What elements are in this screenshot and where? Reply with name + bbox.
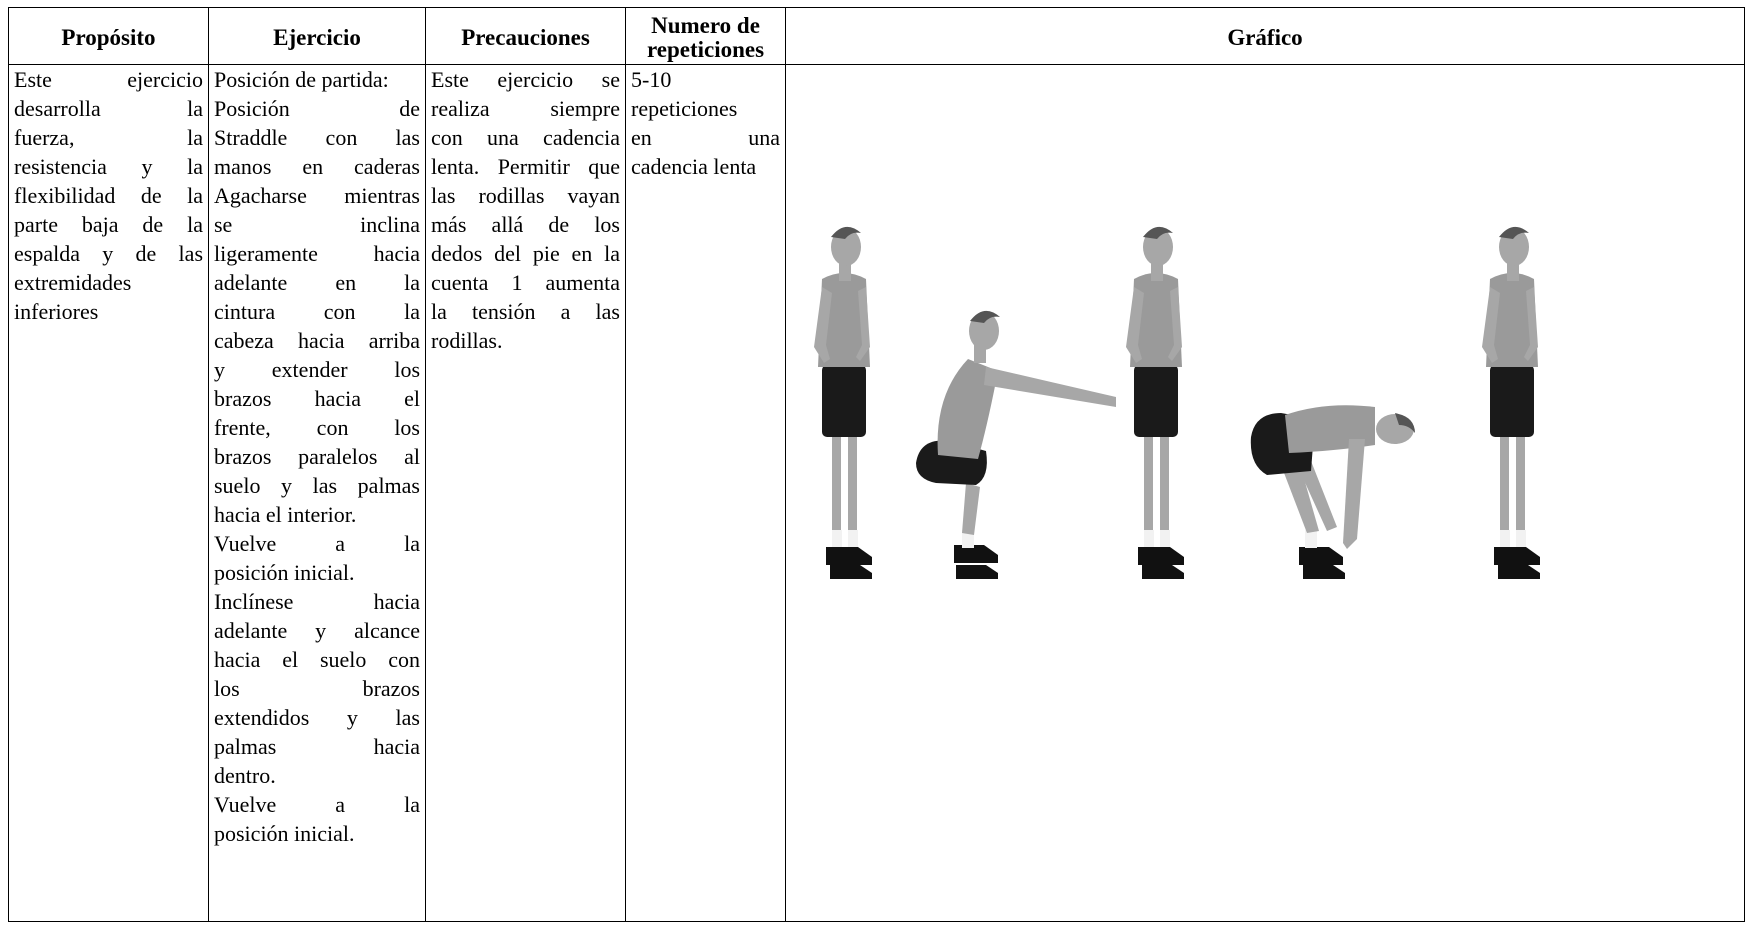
header-precauciones: Precauciones	[425, 7, 626, 65]
text-line: brazos paralelos al	[214, 444, 420, 469]
text-line: parte baja de la	[14, 212, 203, 237]
text-line: en una	[631, 125, 780, 150]
exercise-figure-1-standing	[814, 226, 872, 579]
header-repeticiones: Numero de repeticiones	[625, 7, 786, 65]
text-line: cintura con la	[214, 299, 420, 324]
text-line: Agacharse mientras	[214, 183, 420, 208]
text-line: espalda y de las	[14, 241, 203, 266]
exercise-figure-5-standing	[1482, 226, 1540, 579]
cell-grafico	[785, 64, 1745, 922]
text-line: brazos hacia el	[214, 386, 420, 411]
exercise-figure-4-bend-forward-reach	[1250, 405, 1415, 579]
text-line: ligeramente hacia	[214, 241, 420, 266]
text-line: rodillas.	[431, 328, 503, 353]
text-line: Posición de partida:	[214, 67, 389, 92]
text-line: hacia el interior.	[214, 502, 357, 527]
exercise-figure-2-squat-arms-forward	[916, 310, 1116, 579]
text-line: Este ejercicio	[14, 67, 203, 92]
cell-proposito: Este ejercicio desarrolla la fuerza, la res…	[8, 64, 209, 922]
header-proposito: Propósito	[8, 7, 209, 65]
header-ejercicio: Ejercicio	[208, 7, 426, 65]
text-line: Vuelve a la	[214, 792, 420, 817]
cell-ejercicio: Posición de partida: Posición de Straddle …	[208, 64, 426, 922]
text-line: los brazos	[214, 676, 420, 701]
text-line: lenta. Permitir que	[431, 154, 620, 179]
text-line: posición inicial.	[214, 821, 355, 846]
text-line: hacia el suelo con	[214, 647, 420, 672]
text-line: inferiores	[14, 299, 99, 324]
text-line: Inclínese hacia	[214, 589, 420, 614]
text-line: posición inicial.	[214, 560, 355, 585]
text-line: suelo y las palmas	[214, 473, 420, 498]
text-line: extendidos y las	[214, 705, 420, 730]
text-line: con una cadencia	[431, 125, 620, 150]
text-line: Straddle con las	[214, 125, 420, 150]
header-grafico: Gráfico	[785, 7, 1745, 65]
text-line: fuerza, la	[14, 125, 203, 150]
text-line: resistencia y la	[14, 154, 203, 179]
text-line: la tensión a las	[431, 299, 620, 324]
text-line: flexibilidad de la	[14, 183, 203, 208]
text-line: y extender los	[214, 357, 420, 382]
text-line: más allá de los	[431, 212, 620, 237]
exercise-sequence-image	[814, 226, 1540, 579]
exercise-table: Propósito Ejercicio Precauciones Numero …	[8, 7, 1745, 922]
text-line: 5-10	[631, 67, 672, 92]
cell-precauciones: Este ejercicio se realiza siempre con una …	[425, 64, 626, 922]
header-repeticiones-line2: repeticiones	[646, 37, 765, 62]
text-line: cuenta 1 aumenta	[431, 270, 620, 295]
text-line: realiza siempre	[431, 96, 620, 121]
exercise-row: Este ejercicio desarrolla la fuerza, la res…	[8, 64, 1745, 922]
exercise-figure-3-standing	[1126, 226, 1184, 579]
text-line: cadencia lenta	[631, 154, 757, 179]
text-line: Vuelve a la	[214, 531, 420, 556]
text-line: se inclina	[214, 212, 420, 237]
text-line: frente, con los	[214, 415, 420, 440]
text-line: extremidades	[14, 270, 132, 295]
cell-repeticiones: 5-10 repeticiones en una cadencia lenta	[625, 64, 786, 922]
text-line: Posición de	[214, 96, 420, 121]
text-line: dedos del pie en la	[431, 241, 620, 266]
text-line: cabeza hacia arriba	[214, 328, 420, 353]
text-line: dentro.	[214, 763, 276, 788]
header-repeticiones-line1: Numero de	[651, 13, 760, 38]
text-line: adelante y alcance	[214, 618, 420, 643]
text-line: palmas hacia	[214, 734, 420, 759]
text-line: las rodillas vayan	[431, 183, 620, 208]
text-line: desarrolla la	[14, 96, 203, 121]
header-row: Propósito Ejercicio Precauciones Numero …	[8, 7, 1745, 65]
text-line: manos en caderas	[214, 154, 420, 179]
text-line: adelante en la	[214, 270, 420, 295]
text-line: Este ejercicio se	[431, 67, 620, 92]
text-line: repeticiones	[631, 96, 738, 121]
